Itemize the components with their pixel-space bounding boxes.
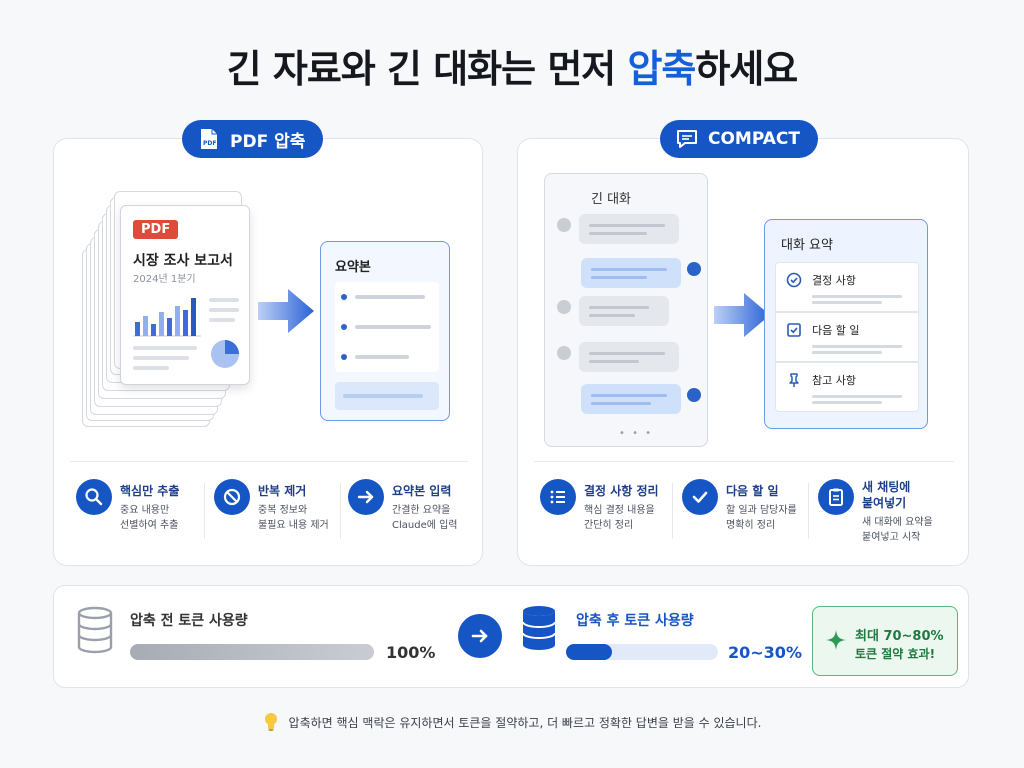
feature-todo: 다음 할 일 할 일과 담당자를 명확히 정리 bbox=[682, 479, 797, 533]
feature-desc: 중복 정보와 bbox=[258, 505, 308, 516]
feature-title: 붙여넣기 bbox=[862, 496, 907, 510]
clipboard-icon bbox=[818, 479, 854, 515]
after-bar-fill bbox=[566, 644, 612, 660]
feature-title: 결정 사항 정리 bbox=[584, 484, 659, 498]
pagination-dots: • • • bbox=[619, 428, 654, 439]
pdf-panel: PDF PDF 압축 PDF 시장 조사 보고서 2024년 1분기 bbox=[53, 120, 483, 566]
before-value: 100% bbox=[386, 643, 436, 662]
feature-title: 반복 제거 bbox=[258, 484, 307, 498]
feature-desc: 새 대화에 요약을 bbox=[862, 517, 933, 528]
savings-badge: 최대 70~80% 토큰 절약 효과! bbox=[812, 606, 958, 676]
after-value: 20~30% bbox=[728, 643, 802, 662]
doc-subtitle: 2024년 1분기 bbox=[133, 274, 196, 285]
feature-title: 요약본 입력 bbox=[392, 484, 452, 498]
feature-desc: 간단히 정리 bbox=[584, 520, 634, 531]
feature-desc: 불필요 내용 제거 bbox=[258, 520, 329, 531]
feature-title: 다음 할 일 bbox=[726, 484, 779, 498]
conversation-summary-card: 대화 요약 결정 사항 다음 할 일 참고 사항 bbox=[764, 219, 928, 429]
database-icon bbox=[77, 606, 113, 654]
svg-text:PDF: PDF bbox=[203, 140, 216, 147]
summary-item-label: 다음 할 일 bbox=[812, 324, 860, 337]
pdf-pill: PDF PDF 압축 bbox=[182, 120, 324, 158]
summary-card: 요약본 bbox=[320, 241, 450, 421]
avatar bbox=[557, 300, 571, 314]
chat-window: 긴 대화 • • • bbox=[544, 173, 708, 447]
chat-icon bbox=[676, 127, 698, 151]
feature-input: 요약본 입력 간결한 요약을 Claude에 입력 bbox=[348, 479, 458, 533]
arrow-right-icon bbox=[714, 293, 770, 337]
summary-item: 다음 할 일 bbox=[775, 312, 919, 362]
doc-title: 시장 조사 보고서 bbox=[133, 253, 233, 269]
feature-desc: 핵심 결정 내용을 bbox=[584, 505, 655, 516]
title-prefix: 긴 자료와 긴 대화는 먼저 bbox=[226, 47, 628, 91]
pin-icon bbox=[789, 373, 799, 387]
bar-chart-icon bbox=[133, 298, 201, 337]
compact-panel: COMPACT 긴 대화 • • • 대화 요약 결정 사항 다음 할 일 bbox=[517, 120, 969, 566]
pdf-pill-label: PDF 압축 bbox=[230, 131, 306, 152]
tip-bar: 압축하면 핵심 맥락은 유지하면서 토큰을 절약하고, 더 빠르고 정확한 답변… bbox=[0, 712, 1024, 732]
check-circle-icon bbox=[786, 272, 802, 288]
feature-desc: 붙여넣고 시작 bbox=[862, 532, 921, 543]
page-title: 긴 자료와 긴 대화는 먼저 압축하세요 bbox=[0, 38, 1024, 93]
feature-desc: Claude에 입력 bbox=[392, 520, 458, 531]
pie-chart-icon bbox=[211, 340, 239, 368]
compact-pill-label: COMPACT bbox=[708, 129, 800, 149]
summary-item: 참고 사항 bbox=[775, 362, 919, 412]
savings-line-2: 토큰 절약 효과! bbox=[855, 647, 936, 661]
feature-dedupe: 반복 제거 중복 정보와 불필요 내용 제거 bbox=[214, 479, 329, 533]
feature-desc: 간결한 요약을 bbox=[392, 505, 451, 516]
summary-item: 결정 사항 bbox=[775, 262, 919, 312]
checkbox-icon bbox=[787, 323, 801, 337]
before-label: 압축 전 토큰 사용량 bbox=[130, 613, 248, 629]
compact-pill: COMPACT bbox=[660, 120, 818, 158]
arrow-right-icon bbox=[458, 614, 502, 658]
chat-title: 긴 대화 bbox=[591, 192, 632, 207]
check-icon bbox=[682, 479, 718, 515]
title-accent: 압축 bbox=[627, 47, 696, 91]
feature-extract: 핵심만 추출 중요 내용만 선별하여 추출 bbox=[76, 479, 179, 533]
avatar bbox=[687, 262, 701, 276]
before-bar-track bbox=[130, 644, 374, 660]
avatar bbox=[557, 218, 571, 232]
feature-desc: 명확히 정리 bbox=[726, 520, 776, 531]
conversation-summary-title: 대화 요약 bbox=[781, 238, 833, 253]
avatar bbox=[557, 346, 571, 360]
pdf-document: PDF 시장 조사 보고서 2024년 1분기 bbox=[120, 205, 250, 385]
list-icon bbox=[540, 479, 576, 515]
search-icon bbox=[76, 479, 112, 515]
feature-desc: 할 일과 담당자를 bbox=[726, 505, 797, 516]
pdf-stack: PDF 시장 조사 보고서 2024년 1분기 bbox=[82, 187, 250, 427]
feature-title: 새 채팅에 bbox=[862, 480, 911, 494]
summary-item-label: 결정 사항 bbox=[812, 274, 856, 287]
arrow-right-icon bbox=[348, 479, 384, 515]
feature-desc: 중요 내용만 bbox=[120, 505, 170, 516]
before-bar-fill bbox=[130, 644, 374, 660]
ban-icon bbox=[214, 479, 250, 515]
summary-title: 요약본 bbox=[335, 260, 371, 275]
database-icon bbox=[522, 606, 556, 650]
tip-text: 압축하면 핵심 맥락은 유지하면서 토큰을 절약하고, 더 빠르고 정확한 답변… bbox=[288, 715, 762, 730]
feature-title: 핵심만 추출 bbox=[120, 484, 180, 498]
feature-desc: 선별하여 추출 bbox=[120, 520, 179, 531]
sparkle-icon bbox=[826, 630, 846, 650]
title-suffix: 하세요 bbox=[695, 47, 798, 91]
after-label: 압축 후 토큰 사용량 bbox=[576, 613, 694, 629]
arrow-right-icon bbox=[258, 289, 314, 333]
after-bar-track bbox=[566, 644, 718, 660]
lightbulb-icon bbox=[264, 713, 277, 731]
pdf-tag: PDF bbox=[133, 220, 179, 239]
pdf-file-icon: PDF bbox=[198, 127, 220, 151]
token-usage-panel: 압축 전 토큰 사용량 100% 압축 후 토큰 사용량 20~30% 최대 7… bbox=[53, 585, 969, 688]
summary-item-label: 참고 사항 bbox=[812, 374, 856, 387]
avatar bbox=[687, 388, 701, 402]
savings-line-1: 최대 70~80% bbox=[855, 629, 944, 644]
feature-decisions: 결정 사항 정리 핵심 결정 내용을 간단히 정리 bbox=[540, 479, 659, 533]
feature-paste: 새 채팅에 붙여넣기 새 대화에 요약을 붙여넣고 시작 bbox=[818, 475, 933, 545]
